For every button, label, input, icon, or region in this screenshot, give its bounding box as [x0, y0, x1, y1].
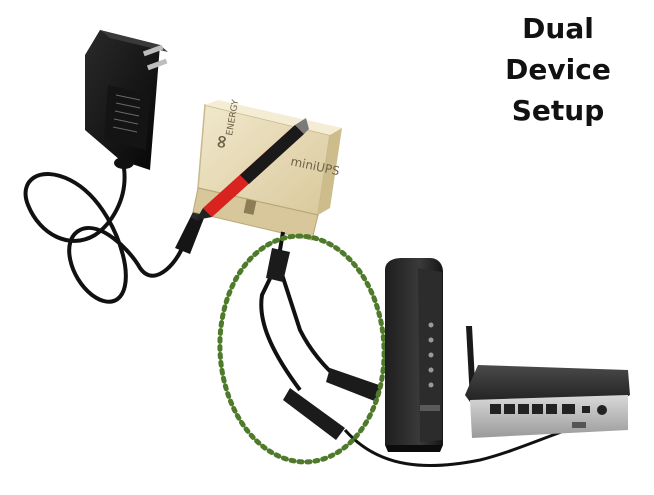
- ethernet-ports: [490, 404, 607, 415]
- modem-icon: [385, 258, 443, 452]
- highlight-ring: [217, 233, 387, 465]
- title-line-3: Setup: [511, 94, 605, 127]
- page-title: Dual Device Setup: [488, 8, 628, 131]
- title-line-1: Dual: [522, 12, 594, 45]
- y-splitter-cable-icon: [259, 231, 586, 468]
- power-adapter-icon: [85, 30, 168, 170]
- wifi-router-icon: [465, 326, 630, 438]
- mini-ups-icon: ∞ ENERGY miniUPS: [192, 98, 342, 241]
- pen-icon: [196, 118, 309, 220]
- title-line-2: Device: [505, 53, 611, 86]
- ups-logo: ∞: [210, 133, 233, 151]
- adapter-cable: [23, 166, 187, 304]
